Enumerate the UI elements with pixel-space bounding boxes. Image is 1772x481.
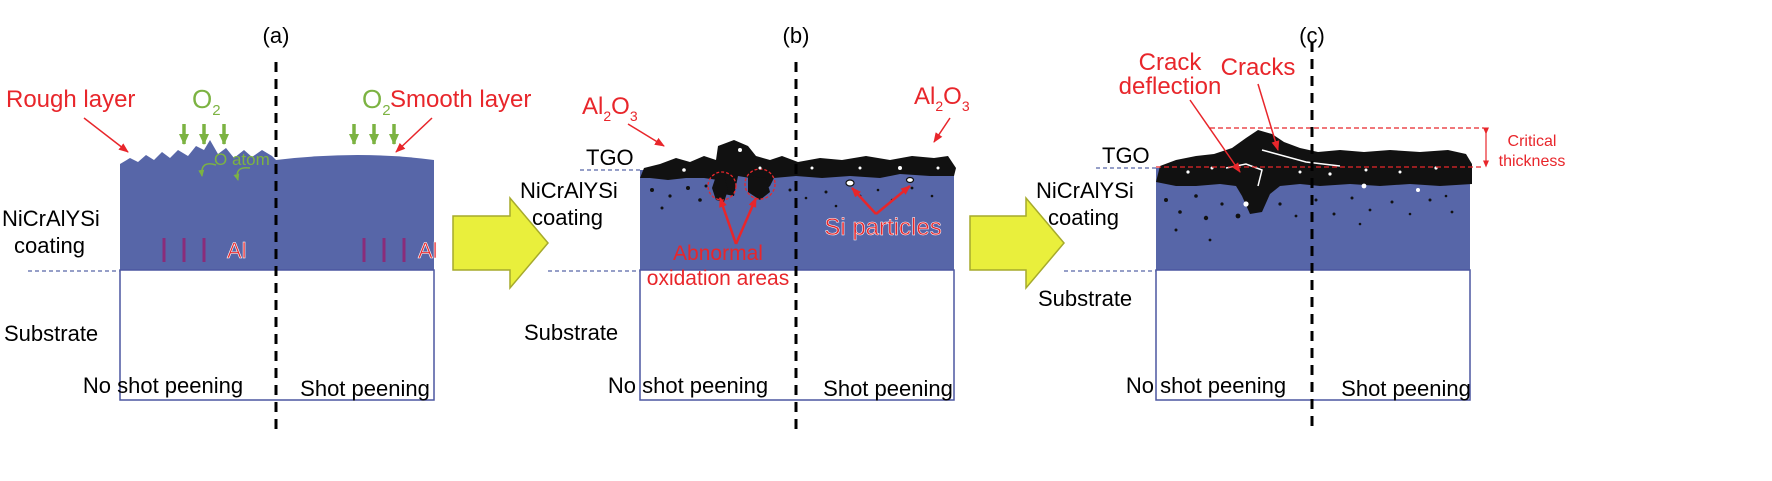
- panel-c-cracks-label: Cracks: [1221, 54, 1296, 81]
- panel-c-crack-deflection-label-1: Crack: [1139, 49, 1203, 76]
- panel-b-abnormal-label-1: Abnormal: [673, 242, 763, 265]
- panel-b-abnormal-pit-1: [712, 176, 728, 202]
- panel-a-smooth-layer-label: Smooth layer: [390, 86, 531, 113]
- panel-b-substrate-label: Substrate: [524, 320, 618, 345]
- panel-a-al-bars-left: [162, 238, 206, 262]
- panel-b-abnormal-pit-2: [748, 176, 770, 200]
- panel-b-coating-particles: [650, 184, 934, 210]
- panel-c-critical-label-1: Critical: [1508, 133, 1557, 150]
- panel-a: (a) Al Al NiCrAlYSi coating Substrate: [2, 23, 531, 430]
- panel-a-rough-layer-arrow: [83, 117, 129, 153]
- panel-b-abnormal-arrows: [718, 197, 758, 245]
- panel-a-o-atom-arrow-1: [198, 163, 217, 177]
- panel-a-al-right: Al: [418, 238, 438, 263]
- panel-a-coating-label-2: coating: [14, 233, 85, 258]
- panel-a-al-bars-right: [362, 238, 406, 262]
- panel-c-crack-mark: [1261, 149, 1341, 167]
- panel-c-substrate: [1155, 269, 1471, 401]
- panel-a-substrate-label: Substrate: [4, 321, 98, 346]
- panel-b-al2o3-left-arrow: [627, 123, 665, 147]
- panel-b-si-arrows: [851, 185, 911, 215]
- panel-c-right-caption: Shot peening: [1341, 376, 1471, 401]
- panel-a-label: (a): [263, 23, 290, 48]
- panel-a-rough-layer-label: Rough layer: [6, 86, 135, 113]
- panel-a-o-atom-label: O atom: [214, 150, 270, 169]
- panel-c-coating-label-2: coating: [1048, 205, 1119, 230]
- panel-b-al2o3-right-arrow: [933, 117, 951, 143]
- panel-c-tgo-spots: [1186, 166, 1438, 176]
- panel-a-left-caption: No shot peening: [83, 373, 243, 398]
- panel-c-crack-deflection-arrow: [1189, 99, 1241, 173]
- panel-b-coating-label-2: coating: [532, 205, 603, 230]
- process-arrow-2: [969, 195, 1065, 291]
- panel-a-o2-right: O2: [362, 84, 391, 119]
- panel-a-o2-left: O2: [192, 84, 221, 119]
- panel-a-smooth-layer-arrow: [395, 117, 433, 153]
- panel-a-coating-label-1: NiCrAlYSi: [2, 206, 100, 231]
- panel-b: (b) TGO NiCrAlYSi: [520, 23, 970, 430]
- panel-c-coating-label-1: NiCrAlYSi: [1036, 178, 1134, 203]
- panel-b-al2o3-left: Al2O3: [582, 93, 638, 124]
- panel-b-al2o3-right: Al2O3: [914, 83, 970, 114]
- panel-a-right-caption: Shot peening: [300, 376, 430, 401]
- panel-a-o2-left-arrows: [179, 124, 229, 145]
- panel-a-o-atom-arrow-2: [233, 167, 251, 181]
- panel-b-left-caption: No shot peening: [608, 373, 768, 398]
- panel-c-critical-label-2: thickness: [1499, 153, 1566, 170]
- panel-a-al-left: Al: [227, 238, 247, 263]
- panel-b-tgo-spots: [682, 148, 940, 172]
- panel-b-right-caption: Shot peening: [823, 376, 953, 401]
- panel-a-o2-right-arrows: [349, 124, 399, 145]
- panel-c-cracks-arrow: [1257, 83, 1280, 151]
- panel-b-si-particles-label: Si particles: [824, 214, 941, 241]
- panel-b-si-particle-marks: [845, 176, 915, 187]
- panel-c-left-caption: No shot peening: [1126, 373, 1286, 398]
- panel-c-crack-deflection-label-2: deflection: [1119, 73, 1222, 100]
- panel-c-tgo-layer: [1156, 130, 1472, 214]
- panel-b-tgo-label: TGO: [586, 145, 634, 170]
- panel-b-label: (b): [783, 23, 810, 48]
- process-arrow-1: [452, 195, 549, 291]
- panel-a-coating-smooth: [276, 155, 434, 270]
- panel-c-substrate-label: Substrate: [1038, 286, 1132, 311]
- panel-c-tgo-label: TGO: [1102, 143, 1150, 168]
- panel-b-coating-label-1: NiCrAlYSi: [520, 178, 618, 203]
- panel-c: (c) TGO NiCrAlYSi coating S: [1036, 23, 1565, 430]
- panel-c-si-particle-marks: [1243, 183, 1420, 207]
- panel-b-abnormal-label-2: oxidation areas: [647, 267, 789, 290]
- panel-c-coating-particles: [1164, 194, 1454, 242]
